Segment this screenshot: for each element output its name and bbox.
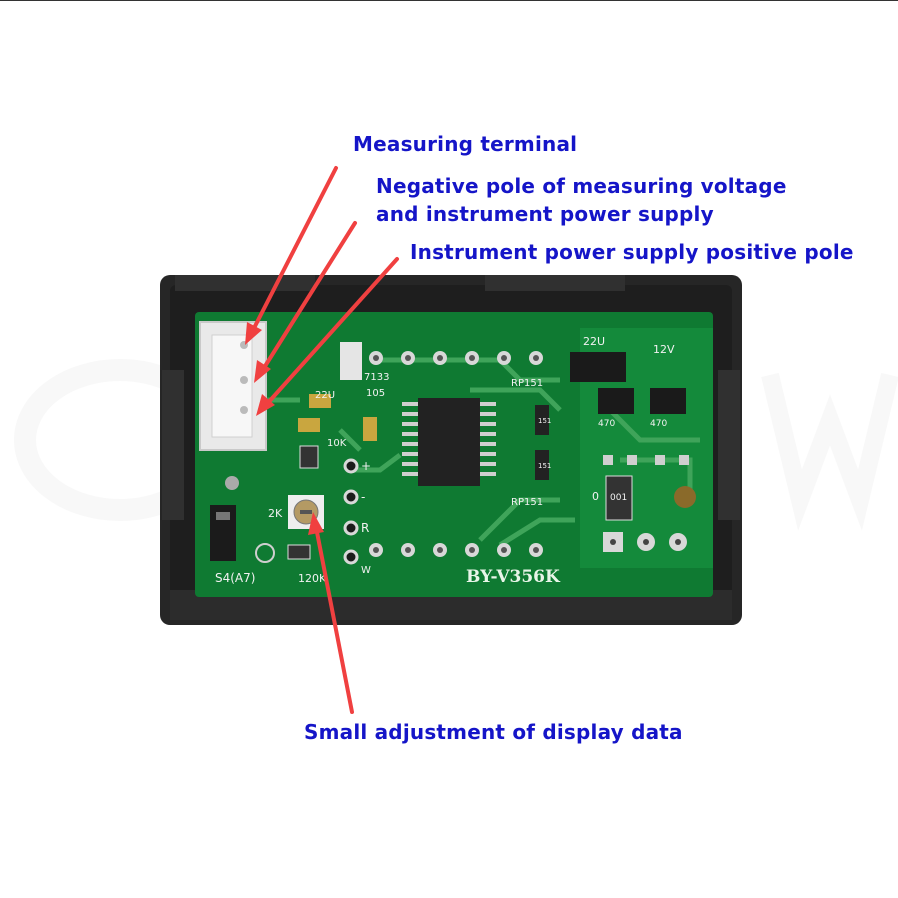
label-105: 105 <box>366 388 385 399</box>
label-7133: 7133 <box>364 372 389 383</box>
annotation-positive-pole: Instrument power supply positive pole <box>410 240 854 264</box>
label-470-left: 470 <box>598 419 615 429</box>
label-pad-w: W <box>361 565 371 576</box>
label-rp151-top: RP151 <box>511 378 543 389</box>
label-pad-plus: + <box>361 459 371 473</box>
label-s4a7: S4(A7) <box>215 571 255 585</box>
board-model-label: BY-V356K <box>466 567 561 587</box>
pcb-traces <box>260 357 700 548</box>
chip-icon <box>402 398 496 486</box>
display-pin-row-bottom <box>369 543 543 557</box>
right-terminal-pads <box>603 486 696 552</box>
label-151b: 151 <box>538 462 551 470</box>
label-pad-r: R <box>361 521 369 535</box>
arrow-icon <box>256 257 399 416</box>
label-12v: 12V <box>653 343 675 356</box>
arrow-icon <box>245 166 338 345</box>
label-22u-top: 22U <box>583 335 605 348</box>
right-components <box>535 352 689 521</box>
annotation-measuring-terminal: Measuring terminal <box>353 132 578 156</box>
label-pad-zero: 0 <box>592 490 599 503</box>
label-120k: 120K <box>298 572 327 585</box>
label-10k: 10K <box>327 438 347 449</box>
annotation-small-adjustment: Small adjustment of display data <box>304 720 683 744</box>
connector-icon <box>199 321 267 451</box>
annotation-negative-pole: Negative pole of measuring voltage and i… <box>376 172 787 228</box>
label-pad-minus: - <box>361 490 365 504</box>
label-001: 001 <box>610 493 627 503</box>
label-470-right: 470 <box>650 419 667 429</box>
annotation-arrows <box>245 166 399 714</box>
left-components <box>210 342 377 563</box>
label-151a: 151 <box>538 417 551 425</box>
label-22u-left: 22U <box>315 390 335 401</box>
annotation-negative-pole-line2: and instrument power supply <box>376 202 714 226</box>
label-rp151-bottom: RP151 <box>511 497 543 508</box>
left-pads <box>343 458 359 565</box>
top-border-line <box>0 0 898 1</box>
display-pin-row-top <box>369 351 543 365</box>
label-2k: 2K <box>268 507 283 520</box>
arrow-icon <box>308 512 354 714</box>
arrow-icon <box>254 221 357 383</box>
annotation-negative-pole-line1: Negative pole of measuring voltage <box>376 174 787 198</box>
